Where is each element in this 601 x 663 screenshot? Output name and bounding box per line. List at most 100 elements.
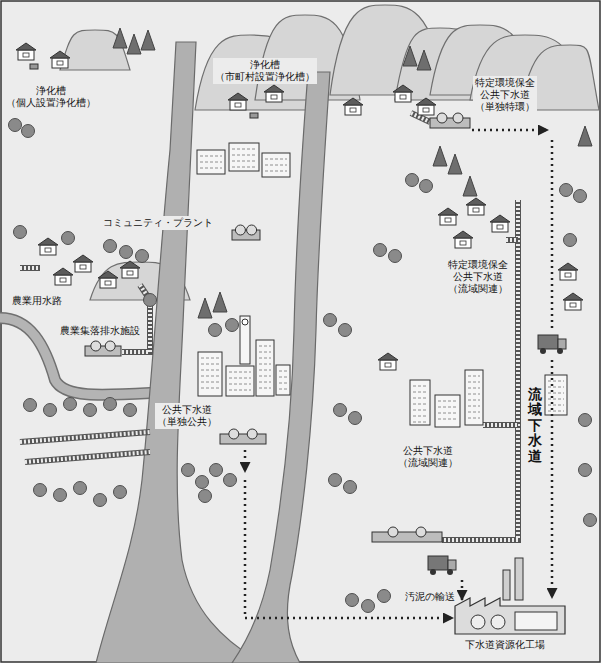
house-body [380,360,396,370]
building-floor [468,412,480,413]
building-floor [468,406,480,407]
building-floor [438,407,457,408]
conifer [213,292,227,312]
clock-tower [240,316,250,364]
truck-wheel [430,569,436,575]
tree [54,489,67,502]
building-floor [229,378,251,379]
building-floor [201,376,219,377]
facility-label: 特定環境保全 公共下水道 （単独特環） [473,76,537,114]
tree [579,414,592,427]
pipeline-label: 流域下水道 [527,385,543,466]
building-floor [201,388,219,389]
treatment-tank [247,225,257,235]
tree [104,240,117,253]
house-body [565,300,581,310]
building-floor [548,393,564,394]
treatment-tank [229,429,239,439]
building-floor [259,364,271,365]
building-floor [548,381,564,382]
treatment-tank [453,113,463,123]
house-window [235,103,241,107]
treatment-tank [91,341,101,351]
tree [44,404,57,417]
factory-hall [515,612,557,630]
house-window [565,273,571,277]
house-roof [53,268,73,275]
sewer-pipe [20,432,150,442]
chimney [515,558,523,600]
truck-body [538,335,558,349]
tree [34,484,47,497]
treatment-tank [388,527,398,537]
house-body [440,215,456,225]
septic-tank [250,113,258,118]
tree [584,514,597,527]
clock-face [242,319,248,325]
tree [334,404,347,417]
house-body [560,270,576,280]
building-floor [200,156,222,157]
conifer [198,298,212,318]
house-roof [378,353,398,360]
building-floor [200,168,222,169]
building-floor [548,387,564,388]
tree [120,246,133,259]
building-floor [413,410,427,411]
building [229,143,259,171]
truck-body [428,556,448,570]
building [545,375,567,415]
house-roof [228,93,248,100]
conifer [433,146,447,166]
building [410,380,430,425]
conifer [578,126,592,146]
building [262,153,290,177]
house-body [40,245,56,255]
facility-label: 浄化槽 （市町村設置浄化槽） [213,58,317,84]
treatment-plant [430,118,470,128]
tree [560,184,573,197]
house-body [468,205,484,215]
facility-label: 農業集落排水施設 [58,324,142,338]
building-floor [468,418,480,419]
house-window [385,363,391,367]
sludge-flow [472,129,548,132]
tree [104,398,117,411]
conifer [141,30,155,50]
building-floor [259,388,271,389]
tree [579,464,592,477]
tree [22,125,35,138]
house-body [266,92,282,102]
tree [196,476,209,489]
house-roof [120,261,140,268]
building-floor [232,149,256,150]
building-floor [438,401,457,402]
building-floor [232,155,256,156]
building-floor [229,384,251,385]
tree [362,600,375,613]
house-roof [558,263,578,270]
building-floor [468,394,480,395]
tree [344,481,357,494]
house-body [455,238,471,248]
tree [94,494,107,507]
building-floor [279,389,287,390]
truck-wheel [447,569,453,575]
tree [182,464,195,477]
facility-label: 下水道資源化工場 [463,638,547,652]
house-window [350,108,356,112]
building-floor [413,398,427,399]
building-floor [259,382,271,383]
house-window [105,281,111,285]
treatment-tank [247,429,257,439]
building-floor [279,377,287,378]
house-body [345,105,361,115]
tree [144,294,157,307]
house-window [127,271,133,275]
building-floor [229,372,251,373]
tree [346,594,359,607]
house-window [570,303,576,307]
treatment-tank [416,527,426,537]
